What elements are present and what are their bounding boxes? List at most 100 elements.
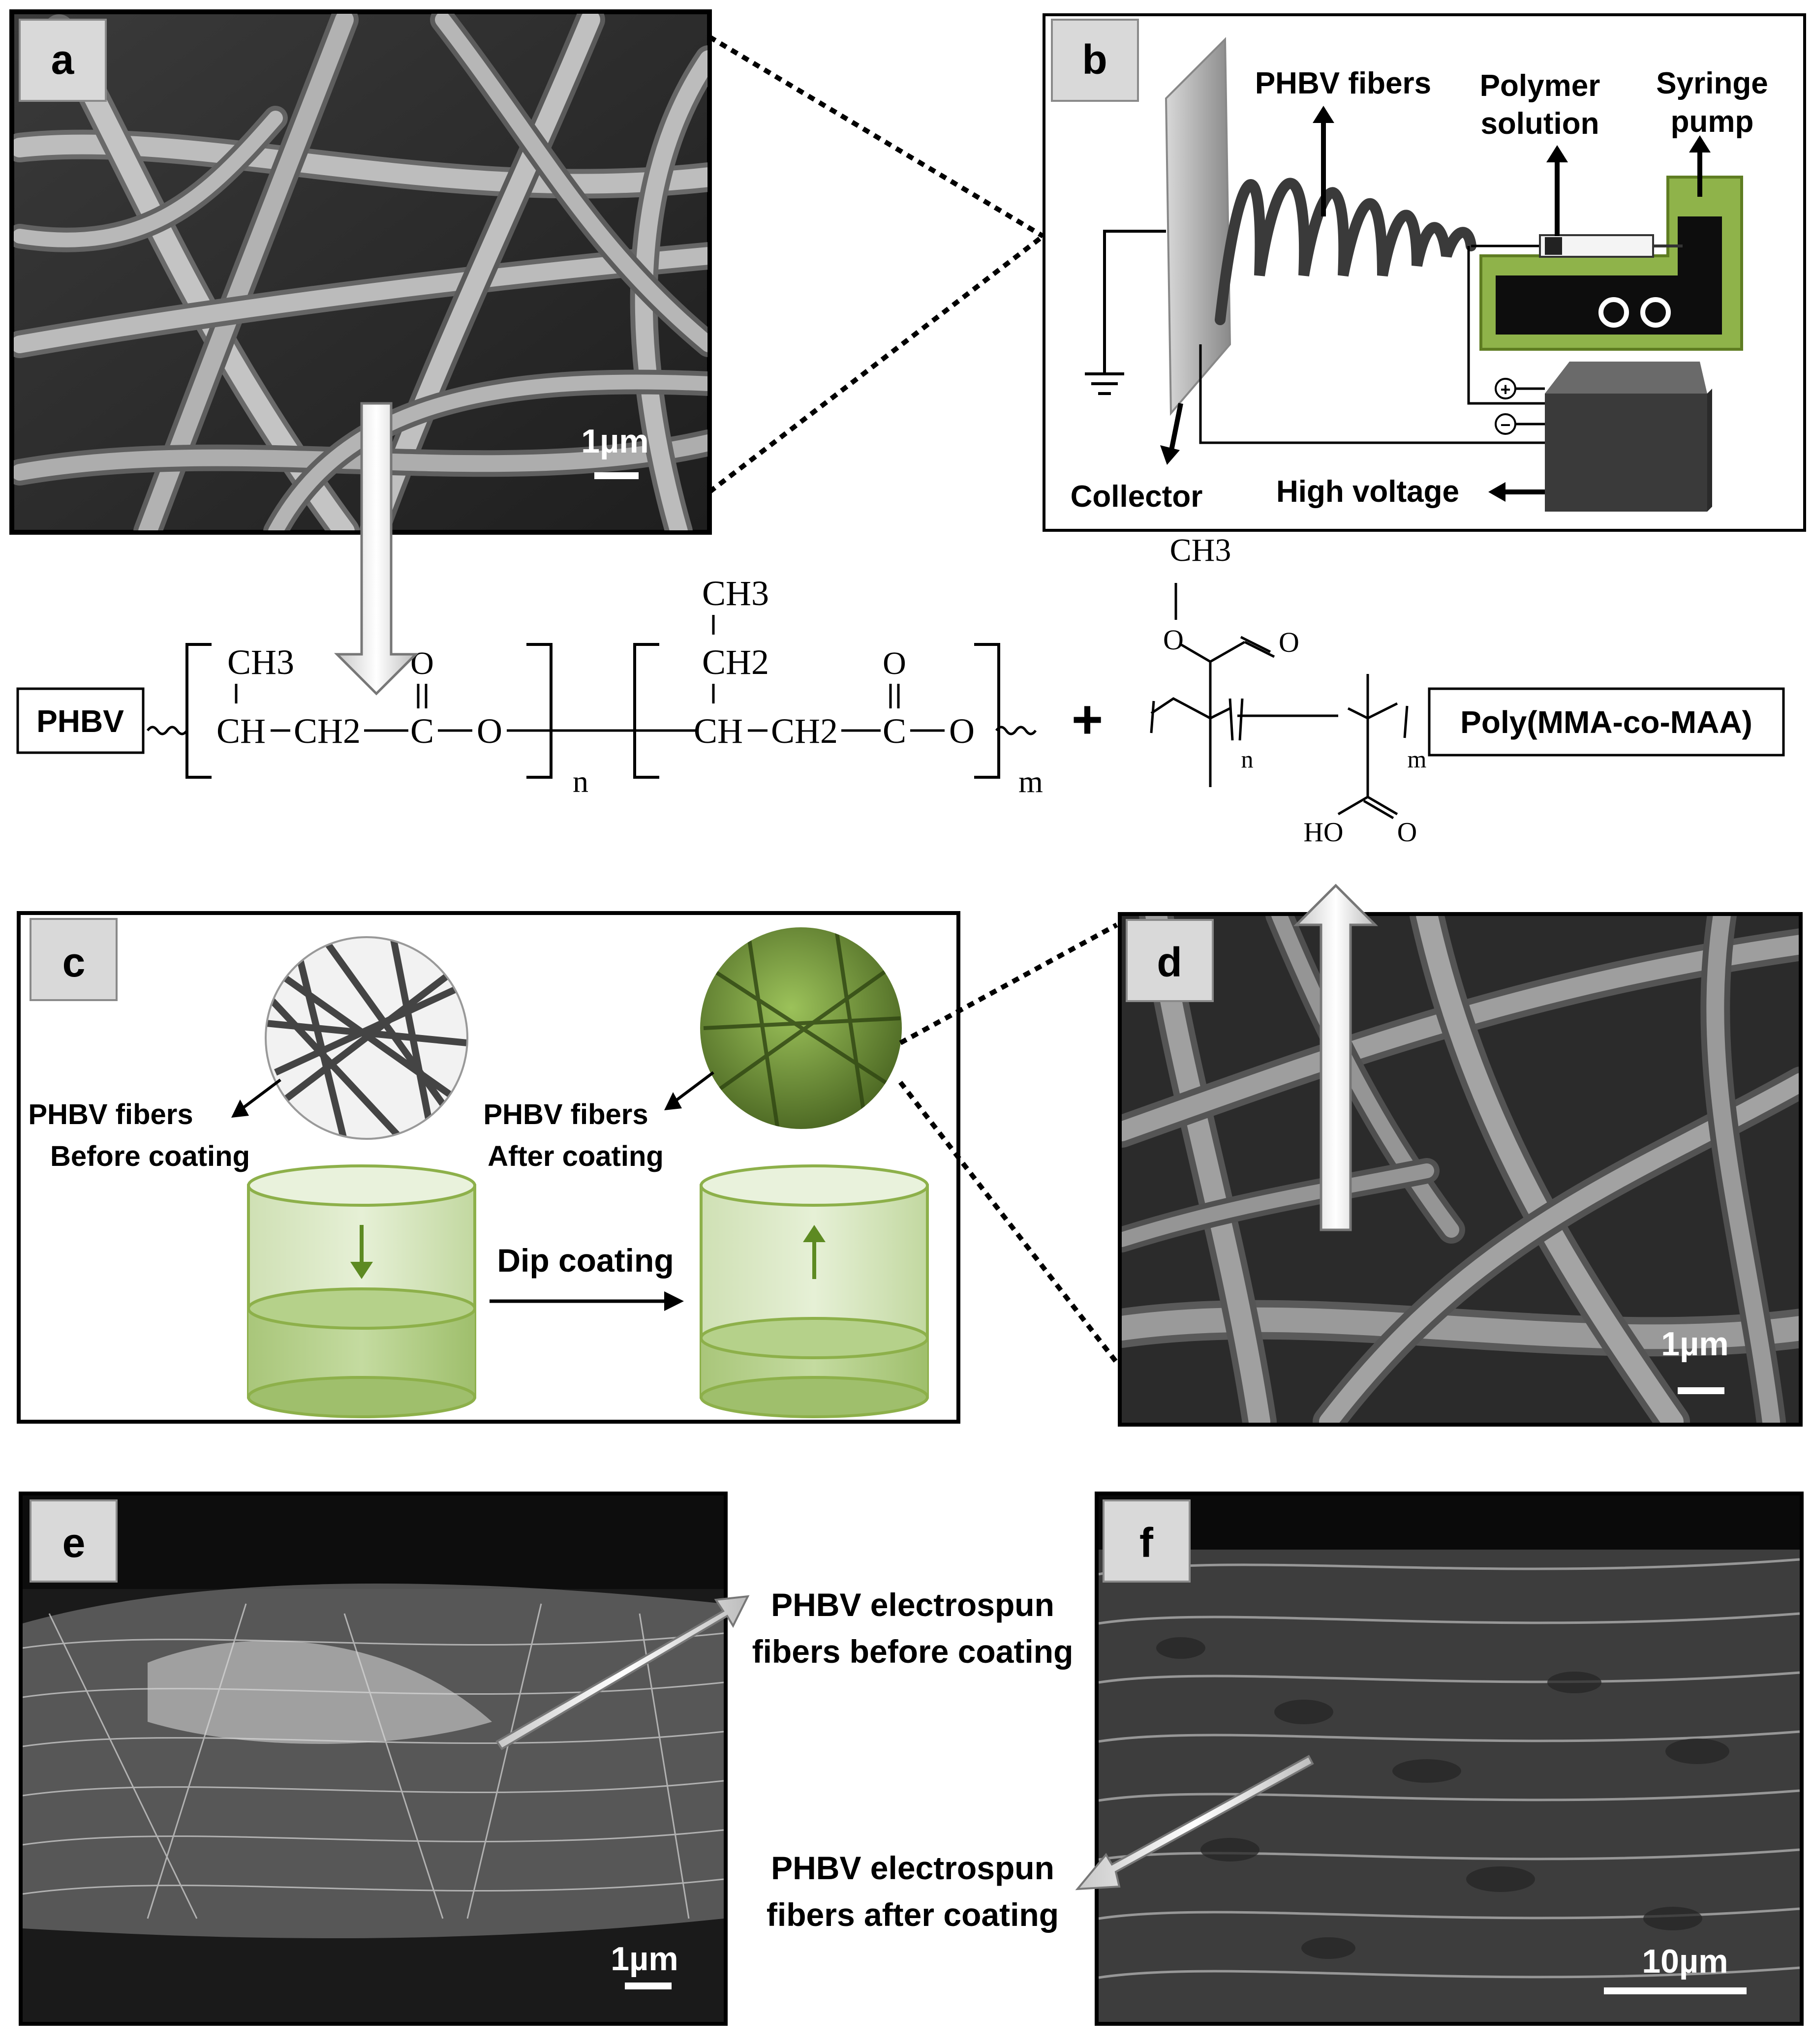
- pump-knob-2: [1640, 297, 1671, 328]
- sem-fibers-a: [14, 14, 707, 530]
- scale-label-e: 1µm: [611, 1940, 678, 1978]
- ground-icon: [1085, 230, 1166, 395]
- brackets: [185, 643, 1000, 779]
- panel-c-label: c: [62, 939, 86, 985]
- hv-minus-sign: −: [1500, 415, 1510, 435]
- label-before-1: PHBV fibers: [28, 1098, 193, 1130]
- collector-plate: [1165, 37, 1231, 416]
- panel-d: d 1µm: [1118, 912, 1803, 1427]
- ch-b: CH: [694, 711, 743, 751]
- plus-sign: +: [1072, 689, 1103, 750]
- arrow-after-coating: [1075, 1755, 1314, 1891]
- panel-a: a 1µm: [9, 9, 712, 535]
- panel-c-label-box: [30, 918, 118, 1001]
- label-before-2: Before coating: [50, 1140, 250, 1172]
- pm-n: n: [1241, 745, 1254, 773]
- arrow-a-to-phbv: [334, 402, 419, 696]
- label-pump: pump: [1671, 105, 1754, 139]
- sub-m: m: [1018, 764, 1043, 799]
- label-before-coating-1: PHBV electrospun: [771, 1586, 1054, 1623]
- arrow-d-to-pmma: [1293, 884, 1379, 1231]
- connector-a-b: [707, 34, 1045, 494]
- pm-m: m: [1408, 745, 1427, 773]
- hv-plus-sign: +: [1500, 379, 1510, 399]
- panel-f: f 10µm: [1095, 1492, 1804, 2026]
- wavy-bond-left: [146, 726, 188, 735]
- scale-bar-e: [625, 1983, 672, 1989]
- panel-b-label: b: [1082, 36, 1107, 83]
- connector-c-d: [898, 922, 1119, 1365]
- phbv-box: [16, 687, 145, 754]
- panel-f-label-box: [1103, 1499, 1191, 1583]
- ch2-a: CH2: [294, 711, 361, 751]
- sub-n: n: [573, 764, 588, 799]
- scale-label-d: 1µm: [1661, 1325, 1728, 1363]
- ch3-b: CH3: [702, 574, 769, 613]
- sem-cross-section-f: [1099, 1495, 1800, 1979]
- pmma-structure: [1150, 583, 1409, 820]
- chemistry-row: PHBV CH3 CH CH2 C O O n CH3 CH2 CH: [16, 532, 1785, 848]
- panel-e-label-box: [30, 1499, 118, 1583]
- panel-b: b + −: [1043, 13, 1806, 532]
- o-double-b: O: [883, 645, 906, 681]
- label-after-coating-2: fibers after coating: [767, 1896, 1059, 1933]
- panel-d-label-box: [1126, 919, 1214, 1002]
- label-after-1: PHBV fibers: [483, 1098, 648, 1130]
- panel-f-label: f: [1139, 1520, 1154, 1566]
- panel-e-label: e: [62, 1520, 86, 1566]
- fiber-jet: [1215, 178, 1476, 325]
- pm-o2: O: [1279, 626, 1299, 658]
- o-a: O: [477, 711, 502, 751]
- ch2-b: CH2: [702, 642, 769, 682]
- hv-box-front: [1545, 394, 1707, 512]
- ch-a: CH: [216, 711, 266, 751]
- c-a: C: [410, 711, 434, 751]
- phbv-box-label: PHBV: [36, 703, 124, 739]
- label-polymer: Polymer: [1480, 69, 1600, 103]
- label-solution: solution: [1480, 107, 1599, 141]
- label-after-2: After coating: [488, 1140, 664, 1172]
- label-collector: Collector: [1071, 480, 1203, 514]
- o-b: O: [949, 711, 975, 751]
- sem-cross-section-e: [23, 1495, 724, 1938]
- high-voltage-supply: [1545, 362, 1707, 394]
- label-phbv-fibers-b: PHBV fibers: [1255, 66, 1431, 100]
- scale-bar-d: [1678, 1387, 1724, 1394]
- ch3-a: CH3: [227, 642, 294, 682]
- arrow-before-coating: [495, 1595, 750, 1750]
- pmma-box-label: Poly(MMA-co-MAA): [1460, 704, 1752, 740]
- dip-cylinder-after: [700, 1164, 929, 1418]
- label-high-voltage: High voltage: [1276, 475, 1459, 509]
- fiber-circle-after: [700, 927, 902, 1129]
- pm-o1: O: [1163, 624, 1184, 656]
- pmma-box: [1428, 687, 1785, 757]
- pump-knob-1: [1598, 297, 1629, 328]
- label-syringe: Syringe: [1656, 66, 1768, 100]
- label-after-coating-1: PHBV electrospun: [771, 1850, 1054, 1886]
- scale-label-f: 10µm: [1642, 1943, 1728, 1980]
- sem-fibers-d: [1122, 916, 1799, 1423]
- panel-a-label: a: [51, 36, 75, 83]
- panel-a-label-box: [19, 19, 107, 102]
- panel-d-label: d: [1157, 939, 1182, 985]
- o-double-a: O: [410, 645, 434, 681]
- panel-c: c: [17, 911, 960, 1424]
- syringe-plunger-tip: [1545, 237, 1562, 255]
- pointer-arrows-c: [231, 1071, 714, 1118]
- label-dip-coating: Dip coating: [497, 1242, 674, 1279]
- pointer-arrows-b: [1160, 106, 1711, 502]
- panel-b-label-box: [1051, 19, 1139, 102]
- dip-cylinder-before: [247, 1164, 476, 1418]
- panel-e: e 1µm: [19, 1492, 728, 2026]
- scale-bar-f: [1604, 1987, 1747, 1994]
- scale-bar-a: [594, 472, 639, 479]
- ch2-c: CH2: [771, 711, 838, 751]
- pm-ho: HO: [1304, 817, 1344, 848]
- pm-ch3: CH3: [1170, 532, 1231, 568]
- hv-wires: [1199, 246, 1545, 444]
- scale-label-a: 1µm: [581, 423, 648, 460]
- fiber-circle-before: [265, 936, 468, 1140]
- label-before-coating-2: fibers before coating: [752, 1633, 1074, 1670]
- wavy-bond-right: [995, 726, 1037, 735]
